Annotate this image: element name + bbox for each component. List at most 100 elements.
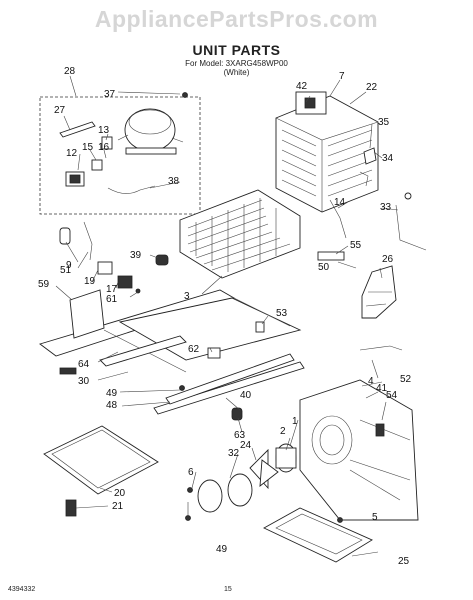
callout: 42 bbox=[296, 81, 308, 92]
pad-20 bbox=[43, 425, 159, 495]
leader-lines bbox=[55, 75, 399, 557]
power-cord-harness bbox=[107, 185, 156, 194]
leveling-foot-21 bbox=[65, 499, 77, 517]
callout: 7 bbox=[339, 71, 345, 82]
part-19 bbox=[97, 261, 113, 275]
callout: 50 bbox=[318, 262, 330, 273]
relay-cover bbox=[91, 159, 103, 171]
callout: 30 bbox=[78, 376, 90, 387]
callout: 39 bbox=[130, 250, 142, 261]
callout: 35 bbox=[378, 117, 390, 128]
callout: 49 bbox=[106, 388, 118, 399]
callout: 34 bbox=[382, 153, 394, 164]
callout: 54 bbox=[386, 390, 398, 401]
callout: 52 bbox=[400, 374, 412, 385]
callout: 19 bbox=[84, 276, 96, 287]
model-number: For Model: 3XARG458WP00 bbox=[185, 59, 288, 68]
rail-30 bbox=[99, 335, 187, 367]
callout: 17 bbox=[106, 284, 118, 295]
callout: 61 bbox=[106, 294, 118, 305]
water-valve-55 bbox=[317, 251, 345, 261]
callout: 4 bbox=[368, 376, 374, 387]
rail-40 bbox=[153, 361, 305, 415]
bolt-37 bbox=[182, 92, 188, 98]
callout: 25 bbox=[398, 556, 410, 567]
defrost-sensor bbox=[359, 171, 369, 187]
screw-6 bbox=[187, 487, 193, 493]
screw-4 bbox=[337, 517, 343, 523]
callout-labels: 28 37 7 42 22 27 13 35 12 15 16 38 34 14… bbox=[38, 66, 412, 567]
condenser-coil bbox=[179, 189, 301, 279]
callout: 55 bbox=[350, 240, 362, 251]
callout: 64 bbox=[78, 359, 90, 370]
filter-drier bbox=[59, 121, 96, 138]
fan-motor-2 bbox=[275, 443, 297, 473]
callout: 28 bbox=[64, 66, 76, 77]
callout: 51 bbox=[60, 265, 72, 276]
callout: 20 bbox=[114, 488, 126, 499]
compressor-group-box bbox=[39, 96, 201, 215]
part-17 bbox=[117, 275, 133, 289]
callout: 22 bbox=[366, 82, 378, 93]
tube-52 bbox=[359, 345, 403, 351]
wire-harness-26 bbox=[361, 265, 397, 319]
callout: 26 bbox=[382, 254, 394, 265]
callout: 41 bbox=[376, 383, 388, 394]
model-color: (White) bbox=[223, 68, 250, 77]
spring-64 bbox=[59, 367, 77, 375]
callout: 15 bbox=[82, 142, 94, 153]
callout: 3 bbox=[184, 291, 190, 302]
page-title: UNIT PARTS bbox=[192, 42, 281, 58]
compressor bbox=[117, 108, 184, 155]
evaporator-coil bbox=[275, 95, 379, 213]
grommet-63 bbox=[231, 407, 243, 421]
callout: 14 bbox=[334, 197, 346, 208]
model-info: For Model: 3XARG458WP00 (White) bbox=[0, 59, 473, 77]
rail-48 bbox=[165, 353, 295, 405]
callout: 63 bbox=[234, 430, 246, 441]
callout: 13 bbox=[98, 125, 110, 136]
callout: 6 bbox=[188, 467, 194, 478]
callout: 2 bbox=[280, 426, 286, 437]
grommet-39 bbox=[155, 254, 169, 266]
callout: 16 bbox=[98, 142, 110, 153]
motor-mount-32 bbox=[197, 473, 253, 513]
fan-shroud-bracket bbox=[299, 379, 419, 521]
page-number: 15 bbox=[224, 586, 232, 593]
callout: 49 bbox=[216, 544, 228, 555]
callout: 40 bbox=[240, 390, 252, 401]
callout: 37 bbox=[104, 89, 116, 100]
callout: 12 bbox=[66, 148, 78, 159]
callout: 5 bbox=[372, 512, 378, 523]
document-number: 4394332 bbox=[8, 586, 36, 593]
grommet-9 bbox=[59, 227, 71, 245]
callout: 9 bbox=[66, 260, 72, 271]
drain-pan-25 bbox=[263, 507, 373, 563]
tube-51 bbox=[83, 221, 93, 261]
callout: 1 bbox=[292, 416, 298, 427]
callout: 53 bbox=[276, 308, 288, 319]
part-62 bbox=[207, 347, 221, 359]
callout: 59 bbox=[38, 279, 50, 290]
spring-14 bbox=[329, 199, 347, 239]
callout: 62 bbox=[188, 344, 200, 355]
callout: 27 bbox=[54, 105, 66, 116]
fan-blade-24 bbox=[249, 448, 279, 490]
callout: 32 bbox=[228, 448, 240, 459]
callout: 48 bbox=[106, 400, 118, 411]
callout: 24 bbox=[240, 440, 252, 451]
screw-5 bbox=[185, 515, 191, 521]
bolt-49 bbox=[179, 385, 185, 391]
grommet-53 bbox=[255, 321, 265, 333]
callout: 21 bbox=[112, 501, 124, 512]
screw-61 bbox=[135, 288, 141, 294]
defrost-heater-33 bbox=[395, 192, 427, 251]
watermark: AppliancePartsPros.com bbox=[94, 6, 379, 32]
fan-motor-bracket bbox=[295, 91, 327, 115]
callout: 38 bbox=[168, 176, 180, 187]
thermostat bbox=[363, 147, 377, 165]
callout: 33 bbox=[380, 202, 392, 213]
overload-relay bbox=[65, 171, 85, 187]
